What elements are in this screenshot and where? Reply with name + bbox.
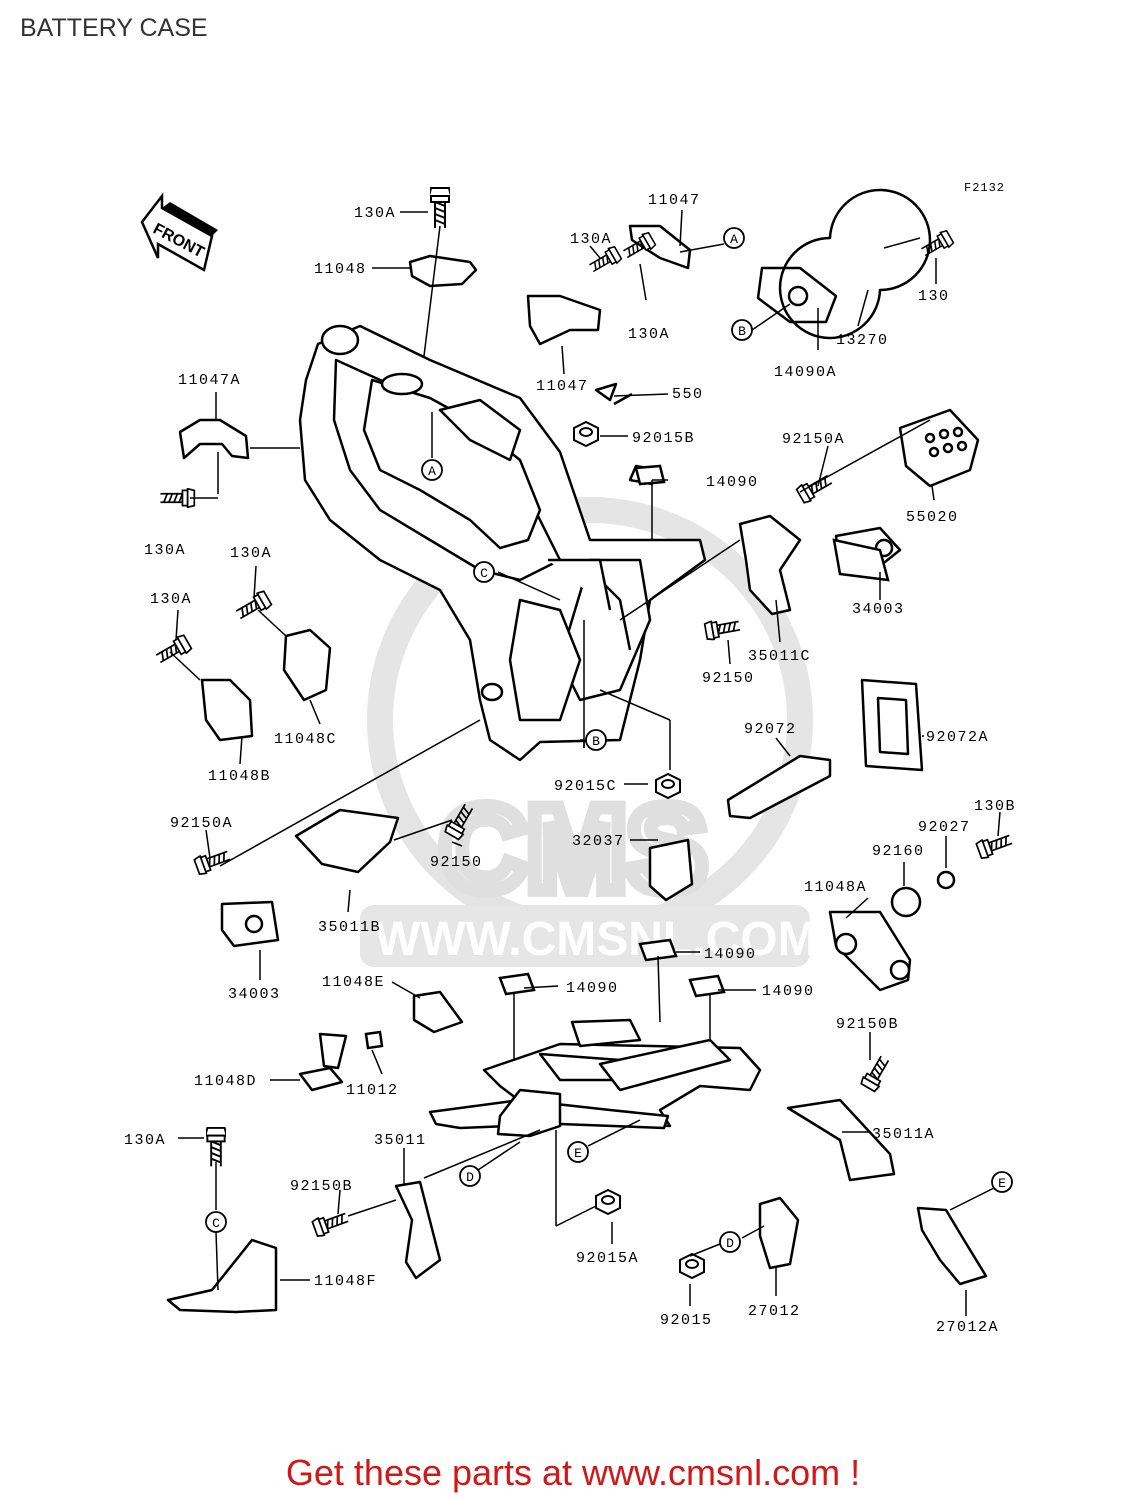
part-label: 14090: [706, 474, 759, 491]
part-label: 130A: [124, 1132, 166, 1149]
part-label: 92150: [702, 670, 755, 687]
part-label: 130A: [570, 231, 612, 248]
part-label: 35011A: [872, 1126, 935, 1143]
callout-letter: A: [428, 464, 436, 479]
part-label: 130A: [354, 205, 396, 222]
part-label: 92015: [660, 1312, 713, 1329]
footer-link[interactable]: Get these parts at www.cmsnl.com !: [285, 1452, 861, 1493]
part-label: 11048F: [314, 1273, 377, 1290]
part-label: 27012: [748, 1303, 801, 1320]
callout-d-bottom: [719, 1231, 741, 1253]
callout-e-bottom: [991, 1171, 1013, 1193]
part-label: 92072A: [926, 729, 989, 746]
part-label: 11048A: [804, 879, 867, 896]
part-label: 550: [672, 386, 704, 403]
part-label: 92027: [918, 819, 971, 836]
part-label: 92015C: [554, 778, 617, 795]
callout-a-top: [723, 227, 745, 249]
callout-b-frame: [585, 729, 607, 751]
part-label: 32037: [572, 833, 625, 850]
part-label: 92150A: [782, 431, 845, 448]
part-label: 11048D: [194, 1073, 257, 1090]
callout-a-frame: [421, 459, 443, 481]
part-label: 130: [918, 288, 950, 305]
part-label: 130A: [230, 545, 272, 562]
callout-letter: B: [592, 734, 600, 749]
callout-c-bottom: [205, 1211, 227, 1233]
part-label: 92015B: [632, 430, 695, 447]
watermark-url: WWW.CMSNL.COM: [375, 913, 818, 966]
callout-letter: E: [574, 1146, 582, 1161]
part-label: 11048: [314, 261, 367, 278]
part-label: 35011: [374, 1132, 427, 1149]
front-arrow-icon: FRONT: [140, 192, 218, 272]
part-label: 35011C: [748, 648, 811, 665]
part-label: 130B: [974, 798, 1016, 815]
decals: [498, 464, 726, 998]
part-label: 11048E: [322, 974, 385, 991]
part-label: 11047A: [178, 372, 241, 389]
part-label: 55020: [906, 509, 959, 526]
bolts-and-nuts: [152, 187, 1015, 1279]
brackets-and-parts: [166, 188, 988, 1314]
part-label: 14090: [762, 983, 815, 1000]
callout-e-subframe: [567, 1141, 589, 1163]
part-label: 14090: [704, 946, 757, 963]
callout-b-top: [731, 319, 753, 341]
watermark: CMS WWW.CMSNL.COM: [360, 497, 818, 967]
callout-letters: A B A C B D E C D E: [212, 232, 1006, 1251]
part-label: 92150: [430, 854, 483, 871]
part-label: 34003: [852, 601, 905, 618]
part-label: 14090A: [774, 364, 837, 381]
page-title: BATTERY CASE: [20, 14, 208, 42]
callout-letter: D: [466, 1170, 474, 1185]
part-label: 35011B: [318, 919, 381, 936]
motorcycle-frame: [298, 324, 707, 762]
callout-letter: C: [480, 566, 488, 581]
part-label: 27012A: [936, 1319, 999, 1336]
part-label: 92150A: [170, 815, 233, 832]
callout-letter: D: [726, 1236, 734, 1251]
part-label: 34003: [228, 986, 281, 1003]
part-label: 130A: [628, 326, 670, 343]
part-label: 92072: [744, 721, 797, 738]
part-label: 92015A: [576, 1250, 639, 1267]
part-label: 11047: [648, 192, 701, 209]
part-label: 11012: [346, 1082, 399, 1099]
part-label: 11048B: [208, 768, 271, 785]
callout-d-subframe: [459, 1165, 481, 1187]
part-label: 92150B: [290, 1178, 353, 1195]
part-label: 130A: [144, 542, 186, 559]
callout-markers: [205, 227, 1013, 1253]
callout-letter: E: [998, 1176, 1006, 1191]
part-label: 11047: [536, 378, 589, 395]
callout-letter: A: [730, 232, 738, 247]
callout-c-frame: [473, 561, 495, 583]
part-label: 13270: [836, 332, 889, 349]
part-label: 14090: [566, 980, 619, 997]
part-label: 11048C: [274, 731, 337, 748]
rear-subframe: [428, 1018, 762, 1138]
part-label: 92150B: [836, 1016, 899, 1033]
leader-lines: [169, 209, 1001, 1316]
part-label: 130A: [150, 591, 192, 608]
callout-letter: C: [212, 1216, 220, 1231]
callout-letter: B: [738, 324, 746, 339]
figure-code: F2132: [964, 181, 1005, 195]
part-label: 92160: [872, 843, 925, 860]
part-labels: 130A 11048 11047 130A 130A 130 13270 140…: [124, 192, 1016, 1336]
